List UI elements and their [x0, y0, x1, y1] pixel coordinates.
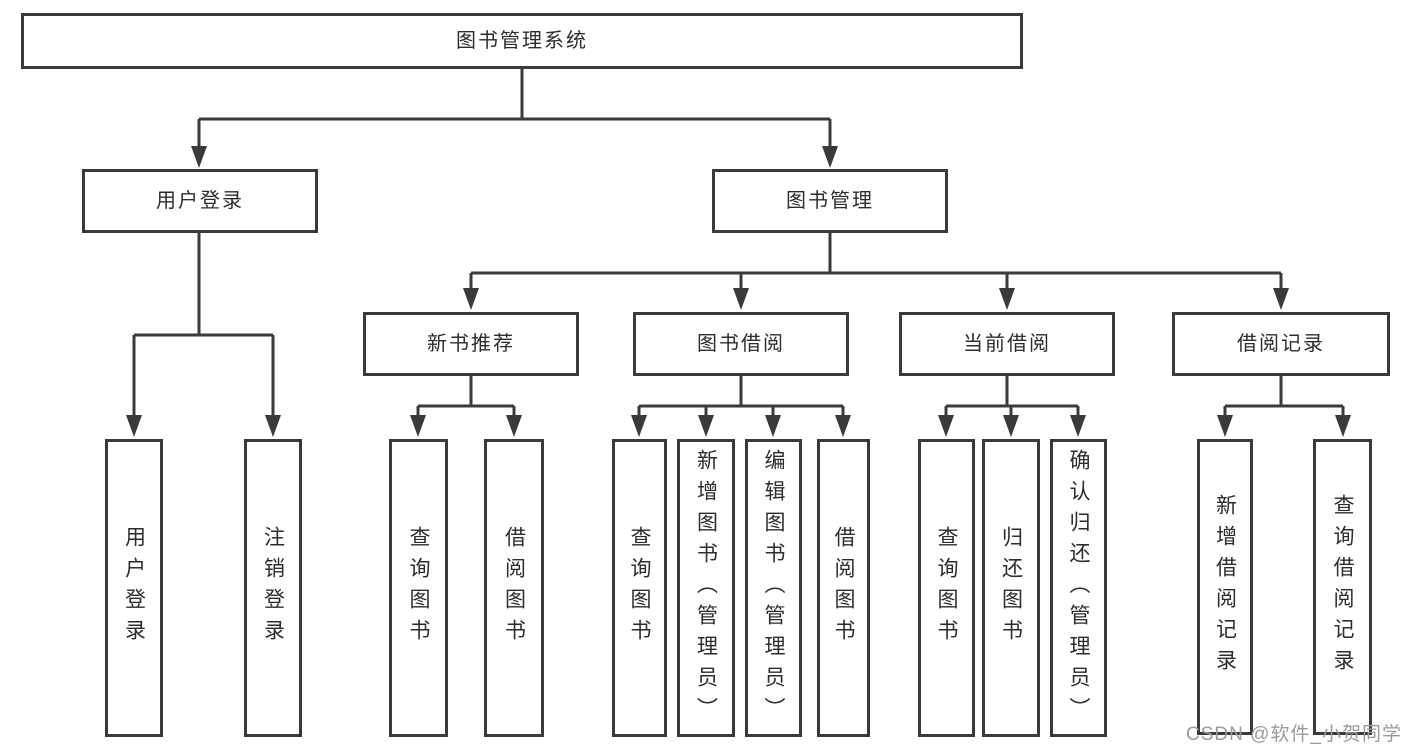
leaf-borrow-edit-book-admin: 编辑图书（管理员） [745, 439, 802, 737]
leaf-current-return-book: 归还图书 [982, 439, 1040, 737]
leaf-record-add-record: 新增借阅记录 [1197, 439, 1253, 735]
leaf-recommend-query-book: 查询图书 [389, 439, 448, 737]
leaf-current-confirm-return-admin: 确认归还（管理员） [1050, 439, 1107, 737]
node-library-system: 图书管理系统 [21, 13, 1023, 69]
edge-root-branch [197, 69, 832, 150]
leaf-record-query-record: 查询借阅记录 [1313, 439, 1372, 735]
leaf-current-query-book: 查询图书 [918, 439, 975, 737]
edge-borrow-branch [637, 376, 845, 419]
edge-userlogin-branch [132, 233, 275, 419]
leaf-borrow-borrow-book: 借阅图书 [817, 439, 870, 737]
leaf-recommend-borrow-book: 借阅图书 [484, 439, 544, 737]
edge-recommend-branch [416, 376, 516, 419]
edge-current-branch [944, 376, 1080, 419]
node-new-book-recommend: 新书推荐 [363, 312, 579, 376]
node-current-borrow: 当前借阅 [899, 312, 1115, 376]
node-book-borrow: 图书借阅 [633, 312, 849, 376]
leaf-borrow-add-book-admin: 新增图书（管理员） [677, 439, 735, 737]
node-book-management: 图书管理 [712, 169, 948, 233]
arrowheads [126, 146, 1351, 437]
edge-bookmgmt-branch [469, 233, 1283, 292]
node-borrow-record: 借阅记录 [1172, 312, 1390, 376]
csdn-watermark: CSDN @软件_小贺同学 [1186, 724, 1402, 745]
leaf-user-login: 用户登录 [105, 439, 163, 737]
edge-record-branch [1223, 376, 1345, 419]
leaf-logout: 注销登录 [244, 439, 302, 737]
leaf-borrow-query-book: 查询图书 [612, 439, 667, 737]
node-user-login: 用户登录 [82, 169, 318, 233]
